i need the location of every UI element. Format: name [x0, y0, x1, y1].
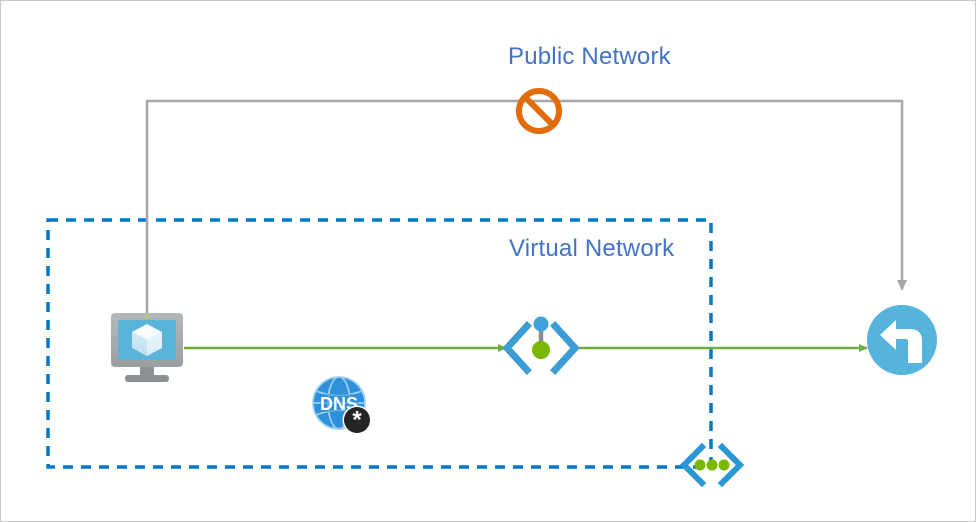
public-network-connector [145, 99, 907, 313]
public-network-label: Public Network [508, 43, 671, 70]
dns-private-zone-icon: DNS * [312, 376, 372, 435]
prohibited-icon [516, 88, 562, 134]
resource-redirect-icon [867, 305, 937, 375]
virtual-machine-icon [111, 313, 183, 382]
virtual-network-label: Virtual Network [509, 235, 675, 262]
private-link-service-icon [679, 442, 745, 488]
private-endpoint-icon [502, 316, 580, 375]
svg-text:*: * [352, 407, 362, 434]
virtual-network-boundary [46, 218, 713, 469]
